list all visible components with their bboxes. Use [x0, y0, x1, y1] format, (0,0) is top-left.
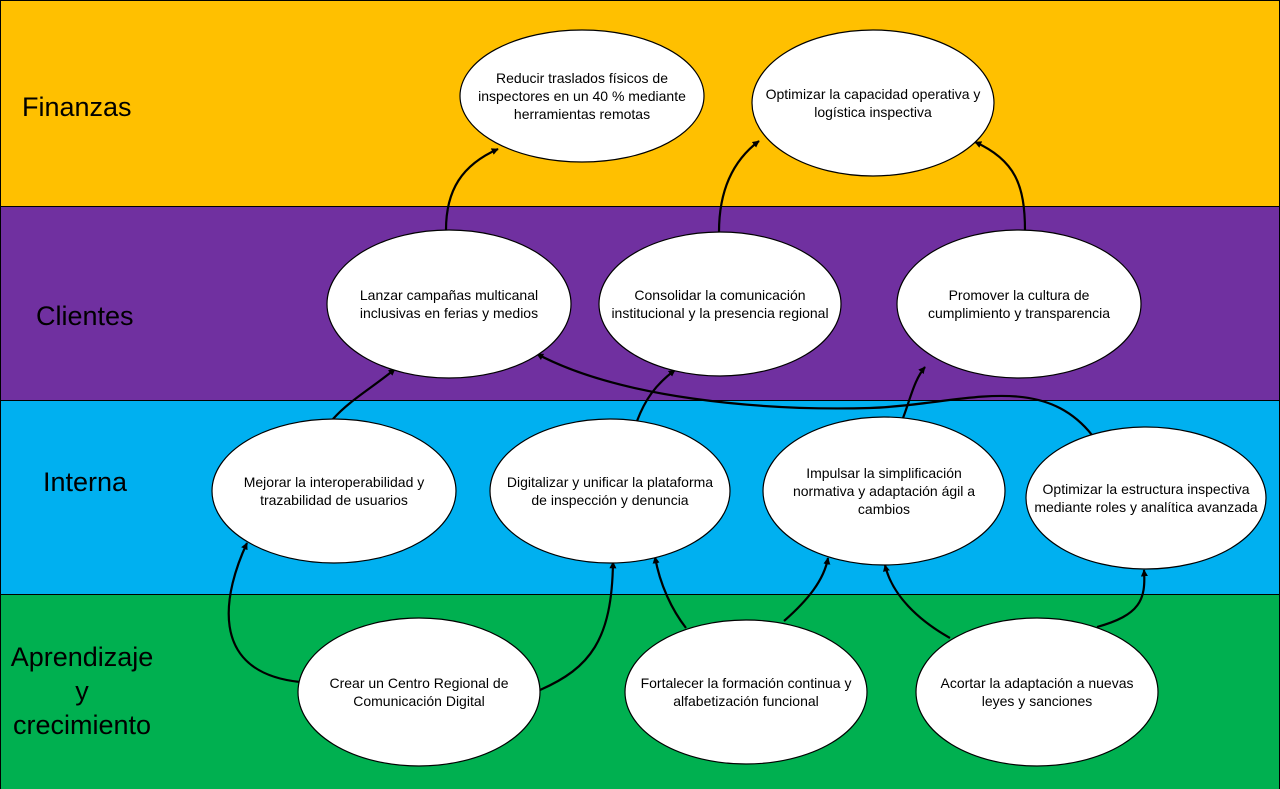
- node-label: trazabilidad de usuarios: [260, 492, 408, 508]
- node-label: cambios: [858, 501, 910, 517]
- node-ellipse: [896, 229, 1142, 379]
- node-ellipse: [762, 416, 1006, 566]
- arrow-impulsar-simplificacion-to-promover-cultura: [901, 366, 926, 419]
- arrow-acortar-adaptacion-to-impulsar-simplificacion: [883, 564, 951, 639]
- lane-label-interna: Interna: [43, 467, 128, 497]
- node-label: de inspección y denuncia: [531, 492, 688, 508]
- nodes-layer: Reducir traslados físicos de inspectores …: [211, 29, 1267, 767]
- node-label: Acortar la adaptación a nuevas: [940, 675, 1133, 691]
- arrow-consolidar-comunicacion-to-optimizar-capacidad: [717, 140, 760, 233]
- node-consolidar-comunicacion: Consolidar la comunicación institucional …: [598, 231, 842, 377]
- node-ellipse: [624, 619, 868, 765]
- node-label: leyes y sanciones: [982, 693, 1093, 709]
- node-label: inclusivas en ferias y medios: [360, 305, 538, 321]
- arrow-fortalecer-formacion-to-digitalizar-plataforma: [652, 556, 687, 629]
- node-label: mediante roles y analítica avanzada: [1034, 499, 1258, 515]
- node-label: Digitalizar y unificar la plataforma: [507, 474, 713, 490]
- arrow-acortar-adaptacion-to-optimizar-estructura: [1096, 569, 1148, 629]
- node-label: Optimizar la estructura inspectiva: [1043, 481, 1250, 497]
- node-mejorar-interoperabilidad: Mejorar la interoperabilidad y trazabilid…: [211, 418, 457, 564]
- lane-label-aprendizaje: y: [75, 676, 89, 706]
- node-ellipse: [915, 617, 1159, 767]
- arrow-optimizar-estructura-to-lanzar-campanas: [536, 353, 1093, 436]
- node-optimizar-estructura: Optimizar la estructura inspectiva median…: [1025, 426, 1267, 570]
- node-label: Fortalecer la formación continua y: [641, 675, 852, 691]
- arrow-digitalizar-plataforma-to-consolidar-comunicacion: [635, 369, 676, 422]
- lane-label-finanzas: Finanzas: [22, 92, 132, 122]
- node-reducir-traslados: Reducir traslados físicos de inspectores …: [459, 29, 705, 163]
- node-label: logística inspectiva: [814, 104, 932, 120]
- arrow-mejorar-interoperabilidad-to-lanzar-campanas: [332, 368, 396, 420]
- node-ellipse: [211, 418, 457, 564]
- node-crear-centro: Crear un Centro Regional de Comunicación …: [297, 617, 541, 767]
- arrow-crear-centro-to-digitalizar-plataforma: [539, 561, 617, 692]
- node-ellipse: [459, 29, 705, 163]
- node-ellipse: [1025, 426, 1267, 570]
- edges-layer: [227, 140, 1148, 692]
- node-fortalecer-formacion: Fortalecer la formación continua y alfabe…: [624, 619, 868, 765]
- node-label: Crear un Centro Regional de: [330, 675, 509, 691]
- node-acortar-adaptacion: Acortar la adaptación a nuevas leyes y sa…: [915, 617, 1159, 767]
- node-lanzar-campanas: Lanzar campañas multicanal inclusivas en …: [326, 229, 572, 379]
- node-label: herramientas remotas: [514, 106, 650, 122]
- node-ellipse: [489, 418, 731, 564]
- node-label: Promover la cultura de: [949, 287, 1090, 303]
- node-label: alfabetización funcional: [673, 693, 819, 709]
- node-label: cumplimiento y transparencia: [928, 305, 1110, 321]
- node-label: Mejorar la interoperabilidad y: [244, 474, 425, 490]
- node-label: Consolidar la comunicación: [634, 287, 805, 303]
- node-optimizar-capacidad: Optimizar la capacidad operativa y logíst…: [751, 29, 995, 177]
- node-label: Lanzar campañas multicanal: [360, 287, 538, 303]
- node-promover-cultura: Promover la cultura de cumplimiento y tra…: [896, 229, 1142, 379]
- arrow-fortalecer-formacion-to-impulsar-simplificacion: [783, 557, 831, 622]
- node-label: Comunicación Digital: [353, 693, 485, 709]
- node-ellipse: [297, 617, 541, 767]
- node-label: Impulsar la simplificación: [806, 465, 962, 481]
- node-label: normativa y adaptación ágil a: [793, 483, 975, 499]
- node-ellipse: [598, 231, 842, 377]
- lane-label-aprendizaje: crecimiento: [13, 710, 151, 740]
- node-label: institucional y la presencia regional: [611, 305, 828, 321]
- arrow-promover-cultura-to-optimizar-capacidad: [974, 140, 1027, 232]
- lane-label-clientes: Clientes: [36, 301, 134, 331]
- node-digitalizar-plataforma: Digitalizar y unificar la plataforma de i…: [489, 418, 731, 564]
- node-ellipse: [326, 229, 572, 379]
- node-label: inspectores en un 40 % mediante: [478, 88, 686, 104]
- node-impulsar-simplificacion: Impulsar la simplificación normativa y ad…: [762, 416, 1006, 566]
- node-ellipse: [751, 29, 995, 177]
- node-label: Optimizar la capacidad operativa y: [766, 86, 981, 102]
- arrow-crear-centro-to-mejorar-interoperabilidad: [227, 542, 301, 684]
- node-label: Reducir traslados físicos de: [496, 70, 668, 86]
- lane-label-aprendizaje: Aprendizaje: [11, 642, 154, 672]
- arrow-lanzar-campanas-to-reducir-traslados: [444, 147, 499, 231]
